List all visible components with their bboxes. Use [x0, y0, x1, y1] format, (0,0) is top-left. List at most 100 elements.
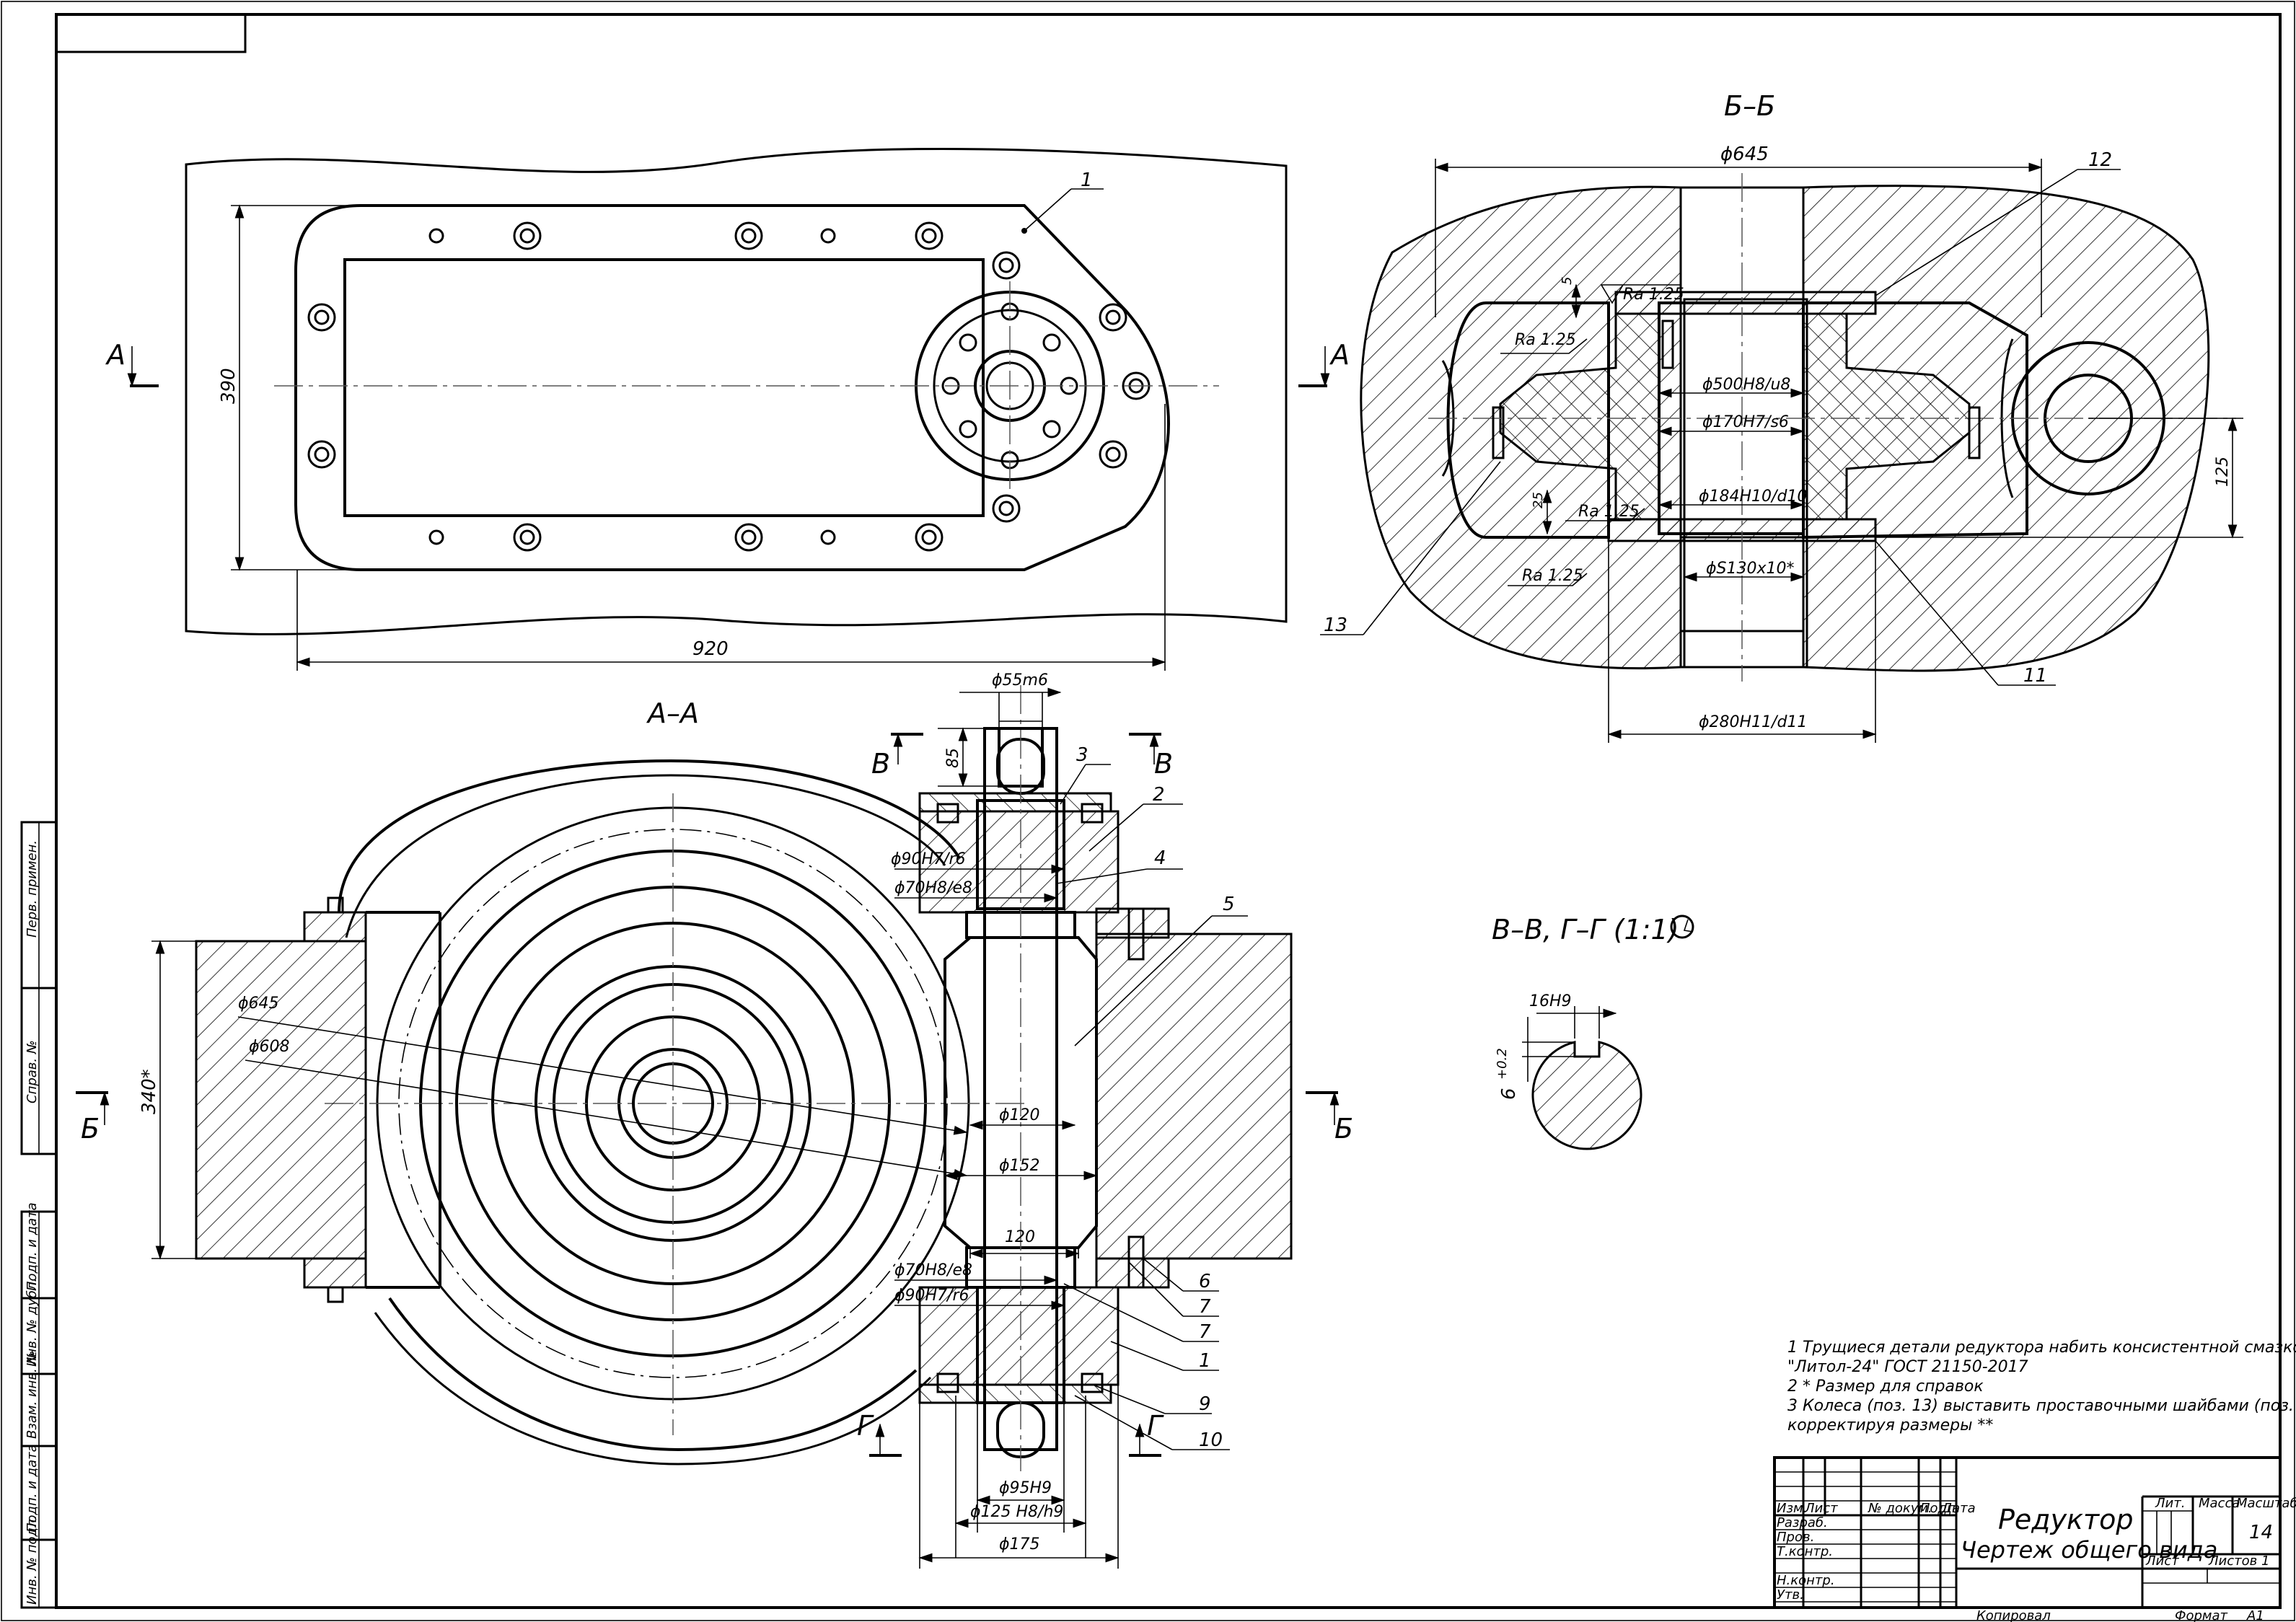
- aa-h85: 85: [944, 748, 962, 768]
- cut-a-left: А: [105, 339, 126, 371]
- bb-ra3: Ra 1.25: [1578, 503, 1640, 521]
- cut-g-right: Г: [1147, 1410, 1164, 1442]
- aa-d90-top: ϕ90H7/r6: [891, 850, 966, 868]
- tb-data: Дата: [1941, 1501, 1976, 1516]
- note-2: 2 * Размер для справок: [1787, 1378, 1984, 1396]
- callout-13: 13: [1324, 614, 1347, 636]
- callout-6: 6: [1199, 1271, 1211, 1292]
- tb-copied: Копировал: [1976, 1608, 2051, 1622]
- section-vv: В–В, Г–Г (1:1) 16H9 6 +0.2: [1492, 914, 1694, 1150]
- section-bb: Б–Б ϕ645 ϕ500H8/u8: [1320, 90, 2243, 743]
- aa-d95: ϕ95H9: [999, 1479, 1052, 1497]
- callout-10: 10: [1199, 1429, 1223, 1451]
- cut-b-right: Б: [1334, 1113, 1353, 1145]
- bb-d645: ϕ645: [1720, 144, 1769, 165]
- tb-podp: Подп.: [1920, 1501, 1959, 1516]
- vv-key-w: 16H9: [1529, 992, 1572, 1010]
- inspection-window: [343, 258, 985, 517]
- vv-key-tol: +0.2: [1495, 1048, 1510, 1080]
- stamp-podl: Инв. № подл.: [25, 1515, 40, 1605]
- tb-lit: Лит.: [2155, 1496, 2185, 1511]
- stamp-vzam: Взам. инв. №: [25, 1351, 40, 1439]
- tb-massa: Масса: [2199, 1496, 2240, 1511]
- title-bb: Б–Б: [1724, 90, 1775, 122]
- bb-h25: 25: [1531, 492, 1546, 508]
- tb-format-value: А1: [2246, 1608, 2264, 1622]
- side-stamp: Перв. примен. Справ. № Подп. и дата Инв.…: [20, 821, 58, 1609]
- aa-d608: ϕ608: [249, 1038, 290, 1056]
- aa-d645: ϕ645: [238, 995, 279, 1013]
- tb-format: Формат: [2175, 1608, 2228, 1622]
- tb-row-nkontr: Н.контр.: [1777, 1573, 1835, 1588]
- tb-izm: Изм.: [1777, 1501, 1807, 1516]
- notes: 1 Трущиеся детали редуктора набить конси…: [1787, 1339, 2296, 1434]
- cut-a-right: А: [1329, 339, 1350, 371]
- bb-ra1: Ra 1.25: [1623, 286, 1684, 304]
- bb-ra4: Ra 1.25: [1522, 567, 1583, 585]
- aa-h340: 340*: [138, 1069, 160, 1114]
- tb-scale-value: 14: [2249, 1522, 2273, 1543]
- aa-d70-bot: ϕ70H8/e8: [894, 1261, 972, 1279]
- title-vv: В–В, Г–Г (1:1): [1492, 914, 1679, 946]
- tb-row-razrab: Разраб.: [1777, 1515, 1828, 1530]
- title-aa: А–А: [646, 697, 699, 729]
- title-block: Изм. Лист № докум. Подп. Дата Разраб. Пр…: [1773, 1456, 2296, 1622]
- cover-plate: [294, 204, 1170, 571]
- tb-subtitle: Чертеж общего вида: [1961, 1536, 2217, 1564]
- note-3a: 3 Колеса (поз. 13) выставить проставочны…: [1787, 1397, 2296, 1415]
- aa-w120: 120: [1005, 1228, 1035, 1246]
- dim-920: 920: [692, 638, 729, 660]
- callout-11: 11: [2023, 665, 2047, 687]
- bolt-heads: [307, 221, 1151, 552]
- callout-5: 5: [1223, 894, 1235, 915]
- aa-d70-top: ϕ70H8/e8: [894, 879, 972, 897]
- stamp-podp2: Подп. и дата: [25, 1444, 40, 1533]
- tb-masshtab: Масштаб: [2236, 1496, 2296, 1511]
- note-1a: 1 Трущиеся детали редуктора набить конси…: [1787, 1339, 2296, 1357]
- cut-g-left: Г: [857, 1410, 874, 1442]
- tb-row-utv: Утв.: [1777, 1587, 1804, 1603]
- stamp-perv: Перв. примен.: [25, 840, 40, 938]
- tb-title: Редуктор: [1998, 1504, 2134, 1535]
- callout-3: 3: [1076, 744, 1088, 766]
- tb-list: Лист: [1804, 1501, 1838, 1516]
- stamp-sprav: Справ. №: [25, 1040, 40, 1103]
- bb-h125: 125: [2214, 457, 2232, 487]
- cut-b-left: Б: [81, 1113, 100, 1145]
- aa-d90-bot: ϕ90H7/r6: [894, 1287, 969, 1305]
- note-1b: "Литол-24" ГОСТ 21150-2017: [1787, 1358, 2028, 1376]
- bb-d500: ϕ500H8/u8: [1702, 376, 1790, 394]
- stamp-podp1: Подп. и дата: [25, 1202, 40, 1291]
- note-3b: корректируя размеры **: [1787, 1416, 1993, 1434]
- tb-sheet: Лист: [2145, 1553, 2179, 1569]
- cut-v-right: В: [1154, 748, 1173, 780]
- aa-d125: ϕ125 H8/h9: [970, 1503, 1063, 1521]
- aa-d120: ϕ120: [999, 1106, 1040, 1124]
- aa-d175: ϕ175: [999, 1535, 1040, 1553]
- vv-key-d: 6: [1498, 1088, 1520, 1100]
- callout-2: 2: [1153, 784, 1165, 806]
- tb-row-prov: Пров.: [1777, 1530, 1814, 1545]
- callout-4: 4: [1154, 847, 1166, 869]
- callout-7b: 7: [1199, 1321, 1211, 1343]
- callout-12: 12: [2088, 149, 2112, 171]
- stamp-dubl: Инв. № дубл.: [25, 1278, 40, 1367]
- aa-d152: ϕ152: [999, 1157, 1040, 1175]
- tb-sheets-value: 1: [2261, 1553, 2269, 1569]
- aa-d55: ϕ55m6: [992, 671, 1048, 689]
- bb-d280: ϕ280H11/d11: [1699, 713, 1807, 731]
- bb-d170: ϕ170H7/s6: [1702, 413, 1789, 431]
- dim-390: 390: [218, 368, 239, 404]
- bb-d184: ϕ184H10/d10: [1699, 488, 1807, 506]
- tb-doc: № докум.: [1868, 1501, 1932, 1516]
- plan-view: 390 920 1 А А: [105, 148, 1350, 671]
- tb-row-tkontr: Т.контр.: [1777, 1544, 1833, 1559]
- bb-ra2: Ra 1.25: [1515, 331, 1576, 349]
- callout-9: 9: [1199, 1393, 1211, 1415]
- callout-7a: 7: [1199, 1296, 1211, 1318]
- cut-v-left: В: [871, 748, 890, 780]
- section-aa: А–А: [76, 671, 1353, 1569]
- tb-sheets: Листов: [2208, 1553, 2257, 1569]
- callout-1-aa: 1: [1199, 1350, 1211, 1372]
